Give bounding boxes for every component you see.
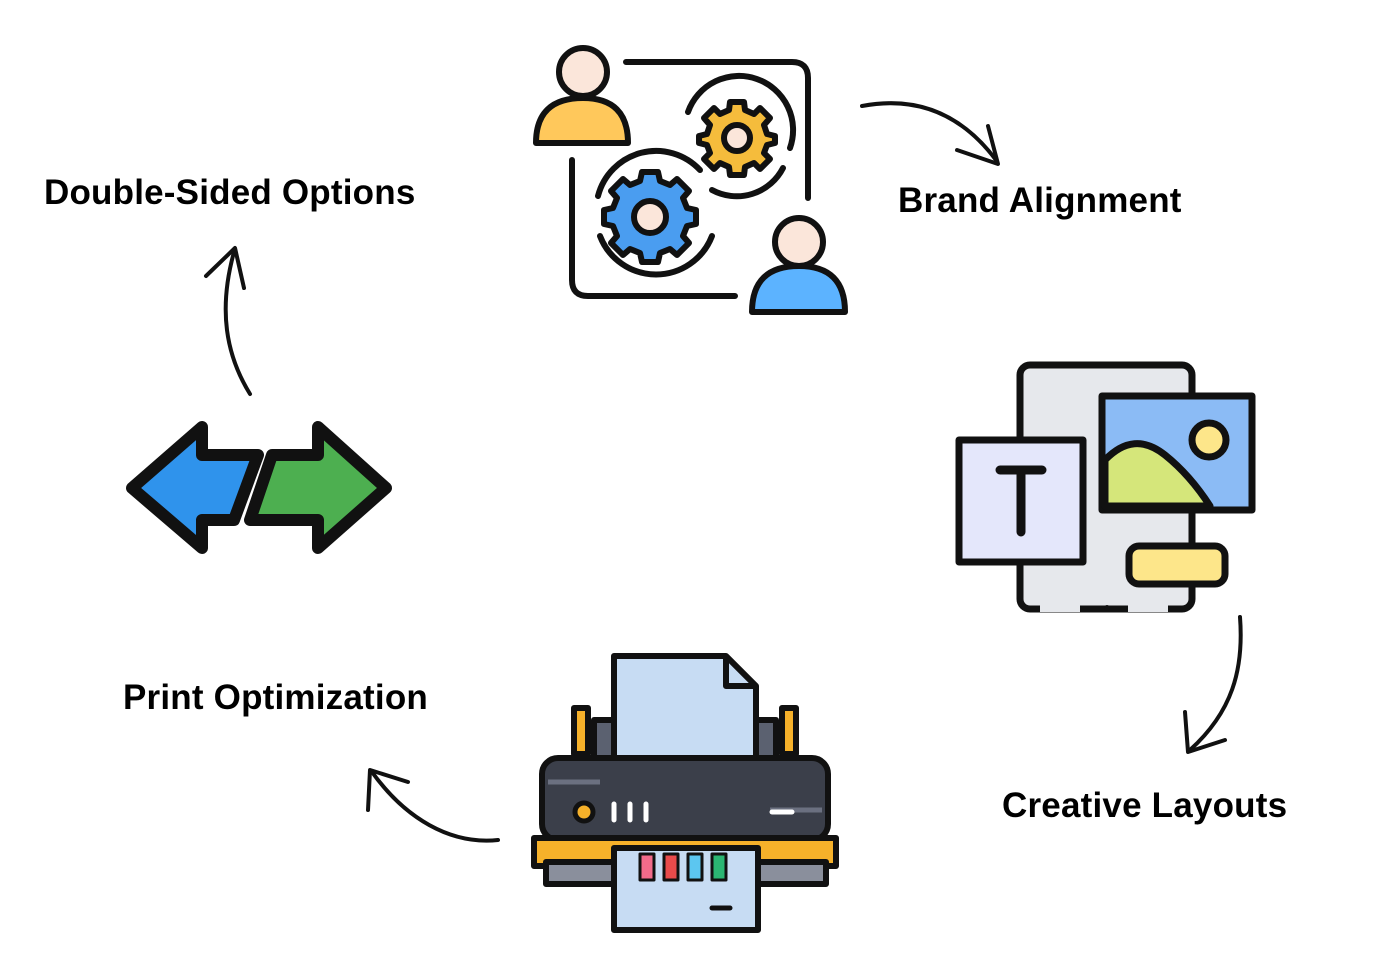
printer-icon <box>531 653 839 933</box>
label-print-optimization: Print Optimization <box>123 678 428 717</box>
double-arrow-icon <box>126 421 392 554</box>
layout-design-icon <box>955 361 1256 613</box>
connector-arrow-brand <box>860 101 1000 166</box>
label-brand-alignment: Brand Alignment <box>898 181 1182 220</box>
connector-arrow-double <box>204 246 252 396</box>
connector-arrow-creative <box>1183 615 1243 754</box>
team-collaboration-gears-icon <box>533 45 848 315</box>
label-creative-layouts: Creative Layouts <box>1002 786 1288 825</box>
label-double-sided-options: Double-Sided Options <box>44 173 416 212</box>
connector-arrow-print <box>366 768 500 843</box>
